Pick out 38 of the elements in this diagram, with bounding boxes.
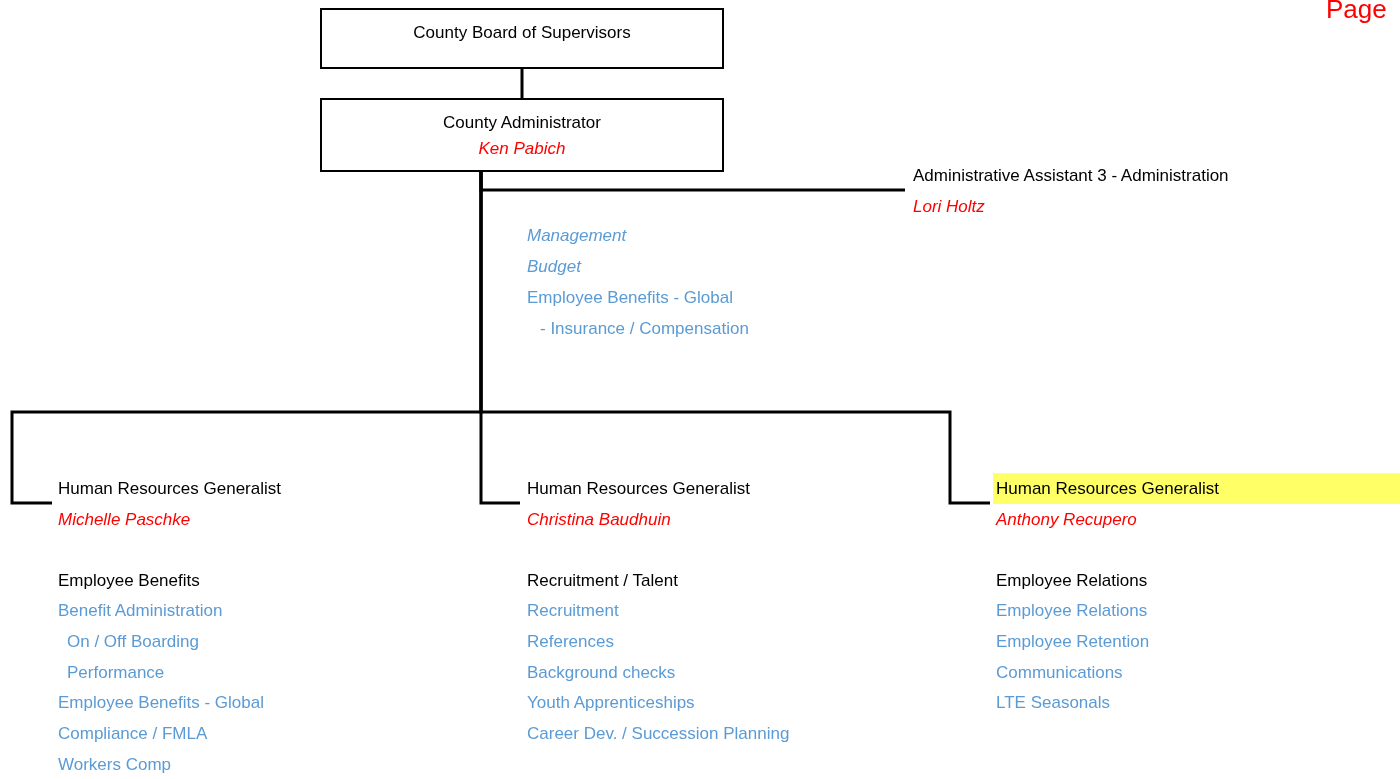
duty-item: Employee Retention — [996, 631, 1150, 653]
section-heading: Employee Relations — [996, 570, 1148, 592]
section-heading: Employee Benefits — [58, 570, 200, 592]
position-title: Administrative Assistant 3 - Administration — [912, 165, 1230, 187]
person-name: Anthony Recupero — [994, 509, 1138, 531]
org-box — [320, 8, 724, 69]
duty-item: Communications — [996, 662, 1123, 684]
duty-item: Employee Relations — [996, 600, 1148, 622]
duty-item: Performance — [67, 662, 165, 684]
person-name: Ken Pabich — [477, 138, 567, 160]
position-title: County Administrator — [442, 112, 602, 134]
duty-item: On / Off Boarding — [67, 631, 199, 653]
duty-item: Compliance / FMLA — [58, 723, 208, 745]
duty-item: Career Dev. / Succession Planning — [527, 723, 790, 745]
duty-item: Employee Benefits - Global — [527, 287, 733, 309]
position-title: County Board of Supervisors — [412, 22, 632, 44]
page-label: Page — [1326, 0, 1387, 24]
duty-item: Background checks — [527, 662, 676, 684]
position-title: Human Resources Generalist — [526, 478, 751, 500]
person-name: Christina Baudhuin — [526, 509, 672, 531]
org-box — [320, 98, 724, 172]
section-heading: Recruitment / Talent — [527, 570, 678, 592]
position-title: Human Resources Generalist — [993, 473, 1400, 504]
duty-item: LTE Seasonals — [996, 692, 1111, 714]
person-name: Lori Holtz — [912, 196, 986, 218]
duty-item: Management — [527, 225, 627, 247]
duty-item: - Insurance / Compensation — [540, 318, 749, 340]
duty-item: Benefit Administration — [58, 600, 223, 622]
duty-item: Recruitment — [527, 600, 619, 622]
duty-item: Workers Comp — [58, 754, 172, 776]
duty-item: Budget — [527, 256, 581, 278]
person-name: Michelle Paschke — [57, 509, 192, 531]
duty-item: Youth Apprenticeships — [527, 692, 695, 714]
duty-item: Employee Benefits - Global — [58, 692, 264, 714]
connector-line — [520, 69, 524, 98]
connector-line — [479, 172, 990, 505]
duty-item: References — [527, 631, 614, 653]
position-title: Human Resources Generalist — [57, 478, 282, 500]
